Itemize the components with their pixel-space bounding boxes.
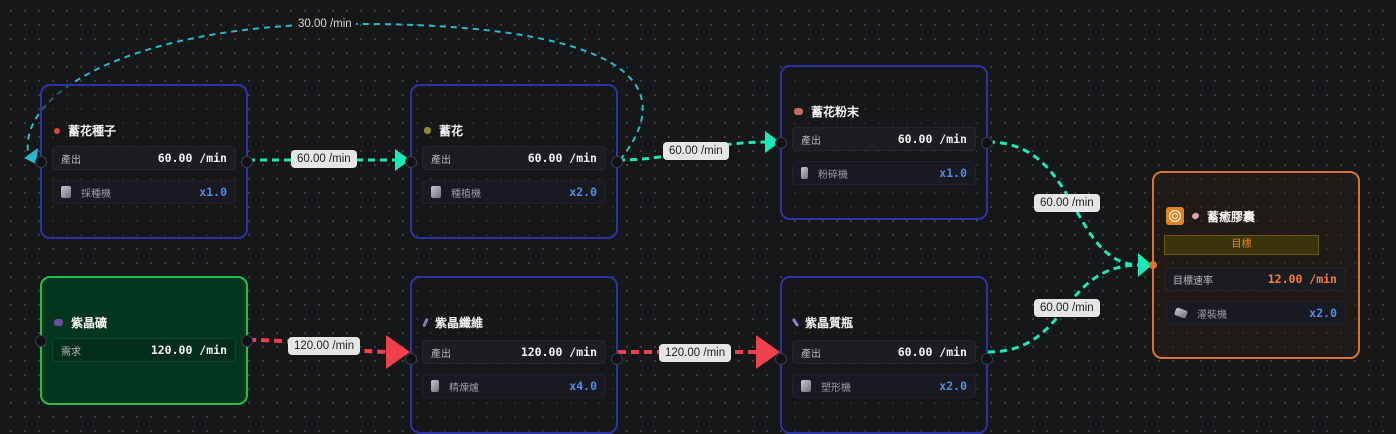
machine-row[interactable]: 塑形機 x2.0: [792, 374, 976, 398]
shaper-icon: [801, 380, 811, 392]
edge-ore-to-fiber-arrow: [386, 335, 410, 369]
input-handle[interactable]: [35, 334, 47, 347]
node-title: 蓄癒膠囊: [1166, 207, 1255, 225]
fiber-icon: [422, 317, 429, 328]
node-rose[interactable]: 蓄花 產出 60.00 /min 種植機 x2.0: [405, 84, 623, 239]
row-value: 60.00 /min: [897, 132, 967, 146]
seed-icon: [54, 127, 60, 134]
output-handle[interactable]: [611, 155, 623, 168]
input-handle[interactable]: [35, 155, 47, 168]
furnace-icon: [431, 380, 439, 392]
machine-count: x4.0: [569, 379, 597, 393]
row-value: 120.00 /min: [150, 343, 227, 357]
powder-icon: [794, 108, 803, 115]
ore-icon: [54, 319, 63, 326]
target-badge: 目標: [1164, 235, 1319, 255]
edge-label-seed-to-rose: 60.00 /min: [291, 150, 357, 168]
output-row: 產出 60.00 /min: [422, 146, 606, 170]
edge-label-bottle-to-capsule: 60.00 /min: [1034, 299, 1100, 317]
output-handle[interactable]: [241, 334, 253, 347]
planter-icon: [431, 186, 441, 198]
row-value: 60.00 /min: [527, 151, 597, 165]
edge-fiber-to-bottle-arrow: [756, 335, 780, 369]
output-handle[interactable]: [981, 136, 993, 149]
node-crystal-ore[interactable]: 紫晶礦 需求 120.00 /min: [35, 276, 253, 405]
output-row: 產出 60.00 /min: [792, 340, 976, 364]
machine-count: x1.0: [199, 185, 227, 199]
row-label: 目標速率: [1173, 275, 1213, 287]
node-title: 紫晶質瓶: [791, 314, 854, 331]
flower-icon: [424, 127, 431, 134]
node-title: 紫晶礦: [54, 314, 107, 331]
row-value: 120.00 /min: [520, 345, 597, 359]
input-handle[interactable]: [1149, 261, 1157, 269]
crusher-icon: [801, 167, 808, 179]
machine-row[interactable]: 採種機 x1.0: [52, 180, 236, 204]
machine-row[interactable]: 種植機 x2.0: [422, 180, 606, 204]
machine-row[interactable]: 灌裝機 x2.0: [1166, 301, 1346, 325]
node-title-text: 紫晶礦: [71, 316, 108, 330]
node-title: 蓄花粉末: [794, 103, 859, 120]
node-title-text: 蓄花: [439, 124, 464, 138]
harvester-icon: [61, 186, 71, 198]
node-rose-powder[interactable]: 蓄花粉末 產出 60.00 /min 粉碎機 x1.0: [775, 65, 993, 220]
node-title: 紫晶纖維: [422, 314, 484, 331]
row-value: 12.00 /min: [1267, 272, 1337, 286]
machine-name: 精煉爐: [449, 382, 479, 394]
input-handle[interactable]: [405, 353, 417, 365]
machine-name: 塑形機: [821, 382, 851, 394]
output-row: 產出 120.00 /min: [422, 340, 606, 364]
machine-count: x2.0: [939, 379, 967, 393]
target-icon: [1166, 207, 1184, 225]
capsule-icon: [1190, 211, 1201, 221]
demand-row: 需求 120.00 /min: [52, 338, 236, 362]
input-handle[interactable]: [775, 353, 787, 365]
machine-name: 採種機: [81, 188, 111, 200]
output-handle[interactable]: [241, 155, 253, 168]
row-label: 產出: [61, 154, 81, 166]
node-title-text: 蓄花粉末: [811, 105, 860, 119]
row-label: 產出: [431, 348, 451, 360]
node-title-text: 蓄癒膠囊: [1207, 209, 1256, 224]
filler-icon: [1173, 307, 1189, 319]
row-label: 產出: [801, 135, 821, 147]
machine-count: x2.0: [569, 185, 597, 199]
row-label: 產出: [431, 154, 451, 166]
machine-row[interactable]: 精煉爐 x4.0: [422, 374, 606, 398]
output-handle[interactable]: [611, 353, 623, 365]
node-title-text: 紫晶質瓶: [805, 316, 854, 330]
edge-label-ore-to-fiber: 120.00 /min: [288, 337, 361, 355]
row-value: 60.00 /min: [897, 345, 967, 359]
node-title-text: 紫晶纖維: [435, 316, 484, 330]
node-rose-seed[interactable]: 蓄花種子 產出 60.00 /min 採種機 x1.0: [35, 84, 253, 239]
row-label: 需求: [61, 346, 81, 358]
edge-label-fiber-to-bottle: 120.00 /min: [659, 344, 732, 362]
machine-count: x1.0: [939, 166, 967, 180]
node-title: 蓄花種子: [54, 122, 116, 139]
node-crystal-fiber[interactable]: 紫晶纖維 產出 120.00 /min 精煉爐 x4.0: [405, 276, 623, 434]
machine-name: 種植機: [451, 188, 481, 200]
node-crystal-bottle[interactable]: 紫晶質瓶 產出 60.00 /min 塑形機 x2.0: [775, 276, 993, 434]
row-label: 產出: [801, 348, 821, 360]
output-row: 產出 60.00 /min: [792, 127, 976, 151]
edge-label-powder-to-capsule: 60.00 /min: [1034, 194, 1100, 212]
edge-label-rose-to-powder: 60.00 /min: [663, 142, 729, 160]
row-value: 60.00 /min: [157, 151, 227, 165]
edge-label-loop: 30.00 /min: [294, 18, 356, 30]
node-capsule-target[interactable]: 蓄癒膠囊 目標 目標速率 12.00 /min 灌裝機 x2.0: [1149, 171, 1360, 359]
machine-name: 粉碎機: [818, 169, 848, 181]
bottle-icon: [791, 317, 800, 328]
node-title: 蓄花: [424, 122, 463, 139]
output-handle[interactable]: [981, 353, 993, 365]
input-handle[interactable]: [775, 136, 787, 149]
machine-count: x2.0: [1309, 306, 1337, 320]
node-title-text: 蓄花種子: [68, 124, 117, 138]
output-row: 產出 60.00 /min: [52, 146, 236, 170]
target-rate-row: 目標速率 12.00 /min: [1164, 267, 1346, 291]
machine-name: 灌裝機: [1197, 309, 1227, 321]
input-handle[interactable]: [405, 155, 417, 168]
machine-row[interactable]: 粉碎機 x1.0: [792, 161, 976, 185]
